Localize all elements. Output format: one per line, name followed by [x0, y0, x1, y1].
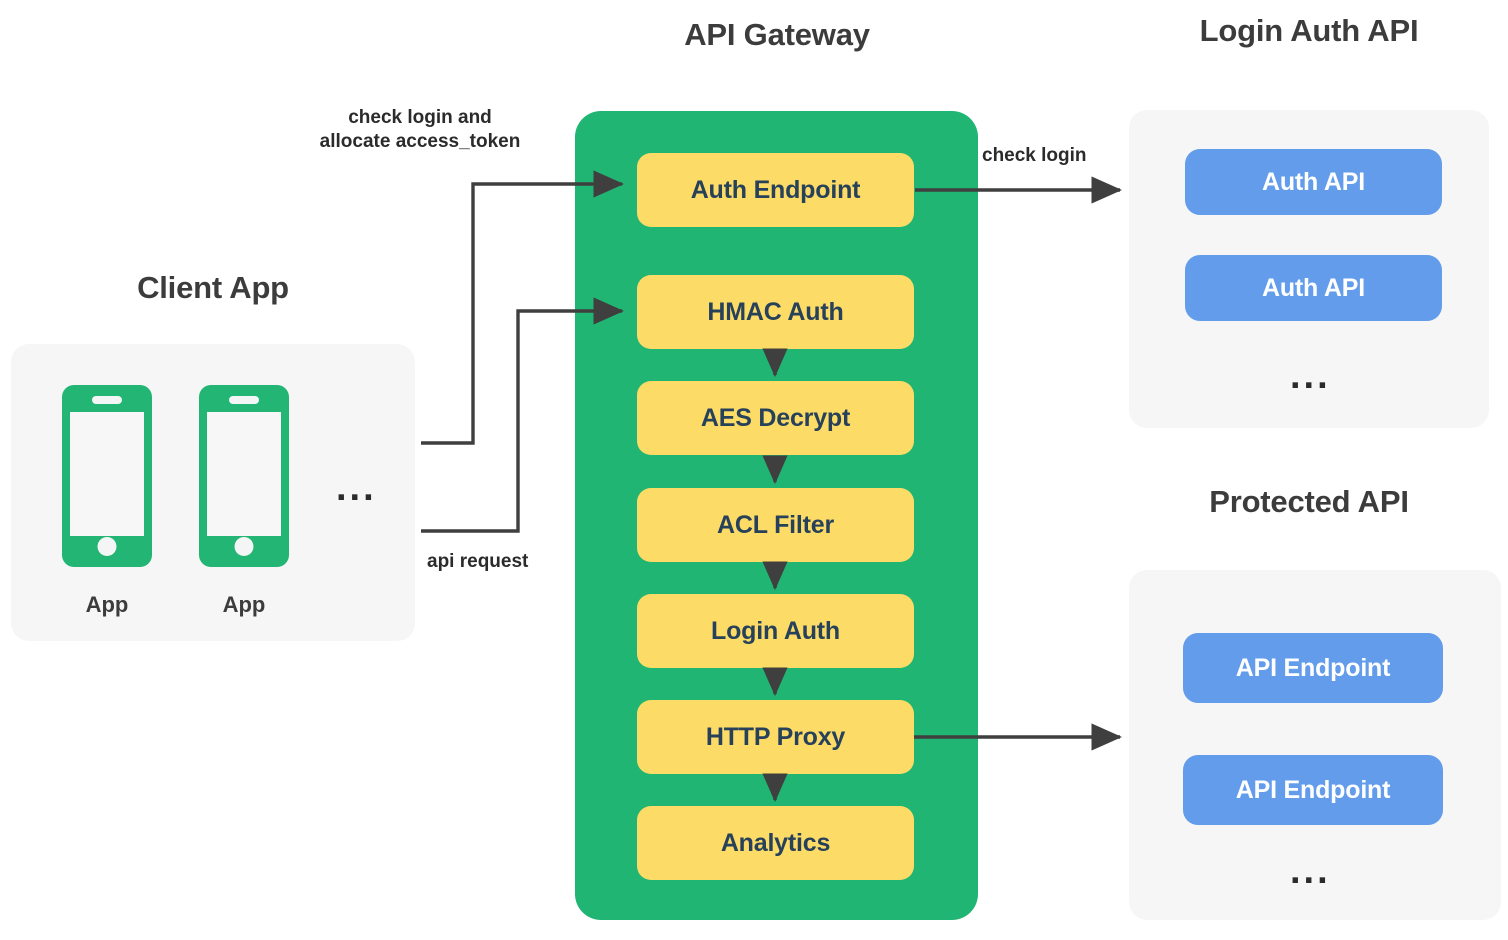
protected-api-more-ellipsis: ... — [1290, 850, 1331, 892]
edge-label-check-login: check login — [982, 145, 1087, 166]
phone-label-2: App — [222, 592, 266, 617]
phone-speaker-icon — [92, 396, 122, 404]
pipeline-step-acl-filter[interactable]: ACL Filter — [637, 488, 914, 562]
edge-label-check-login-allocate: check login and allocate access_token — [294, 106, 546, 155]
phone-screen-icon — [207, 412, 281, 536]
phone-home-button-icon — [234, 537, 254, 556]
edge-label-line-1: check login and — [348, 107, 492, 128]
phone-speaker-icon — [229, 396, 259, 404]
pipeline-step-aes-decrypt[interactable]: AES Decrypt — [637, 381, 914, 455]
section-title-api-gateway: API Gateway — [684, 17, 870, 52]
protected-api-panel — [1129, 570, 1501, 920]
edge-label-api-request: api request — [427, 551, 529, 572]
pipeline-step-hmac-auth[interactable]: HMAC Auth — [637, 275, 914, 349]
pipeline-step-login-auth[interactable]: Login Auth — [637, 594, 914, 668]
protected-api-item-2[interactable]: API Endpoint — [1183, 755, 1443, 825]
section-title-protected-api: Protected API — [1209, 484, 1409, 519]
section-title-client-app: Client App — [137, 270, 289, 305]
login-auth-api-item-1[interactable]: Auth API — [1185, 149, 1442, 215]
section-title-login-auth-api: Login Auth API — [1199, 13, 1419, 48]
protected-api-item-1[interactable]: API Endpoint — [1183, 633, 1443, 703]
phone-home-button-icon — [97, 537, 117, 556]
phone-screen-icon — [70, 412, 144, 536]
edge-label-line-2: allocate access_token — [319, 131, 521, 153]
login-auth-api-item-2[interactable]: Auth API — [1185, 255, 1442, 321]
pipeline-step-auth-endpoint[interactable]: Auth Endpoint — [637, 153, 914, 227]
client-more-ellipsis: ... — [336, 467, 377, 509]
phone-icon — [199, 385, 289, 567]
phone-label-1: App — [85, 592, 129, 617]
phone-icon — [62, 385, 152, 567]
pipeline-step-analytics[interactable]: Analytics — [637, 806, 914, 880]
login-auth-api-more-ellipsis: ... — [1290, 355, 1331, 397]
pipeline-step-http-proxy[interactable]: HTTP Proxy — [637, 700, 914, 774]
